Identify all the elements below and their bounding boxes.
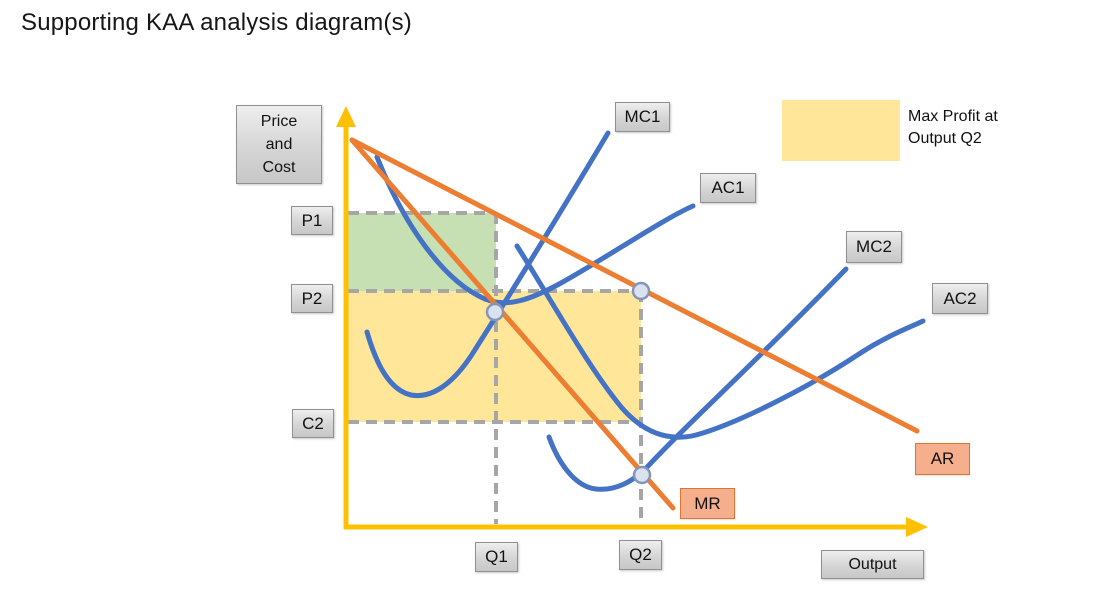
- mc1-curve: [364, 130, 611, 399]
- label-ar: AR: [915, 443, 970, 475]
- legend-label-line2: Output Q2: [908, 130, 982, 147]
- label-ac1: AC1: [700, 173, 756, 203]
- label-mr: MR: [680, 488, 735, 519]
- legend-label-line1: Max Profit at: [908, 108, 998, 125]
- x-axis-caption-box: Output: [821, 550, 924, 579]
- guide-lines: [348, 211, 643, 524]
- label-mc1: MC1: [615, 102, 670, 132]
- label-p2: P2: [291, 284, 333, 313]
- marker-q2-ar-p2: [631, 281, 651, 301]
- label-p1: P1: [291, 206, 333, 235]
- y-axis-arrowhead-icon: [336, 106, 356, 127]
- legend-label: Max Profit at Output Q2: [908, 106, 998, 150]
- y-axis-caption-line1: Price: [260, 113, 298, 130]
- ac2-curve: [514, 243, 926, 440]
- label-ac2: AC2: [932, 283, 988, 314]
- label-mc2: MC2: [846, 231, 902, 263]
- label-q1: Q1: [475, 542, 518, 572]
- label-c2: C2: [292, 409, 334, 438]
- y-axis-caption-line2: and: [265, 136, 293, 153]
- marker-q2-mr-mc2: [632, 465, 652, 485]
- axes: [336, 106, 928, 537]
- mr-line: [349, 137, 676, 511]
- x-axis-arrowhead-icon: [906, 517, 928, 537]
- label-q2: Q2: [619, 540, 662, 570]
- marker-q1-mr-mc1: [485, 302, 505, 322]
- legend-swatch: [782, 100, 900, 161]
- intersection-markers: [485, 281, 652, 485]
- page-title: Supporting KAA analysis diagram(s): [21, 9, 412, 36]
- ac1-curve: [374, 154, 696, 306]
- y-axis-caption-line3: Cost: [262, 159, 296, 176]
- y-axis-caption-box: Price and Cost: [236, 105, 322, 184]
